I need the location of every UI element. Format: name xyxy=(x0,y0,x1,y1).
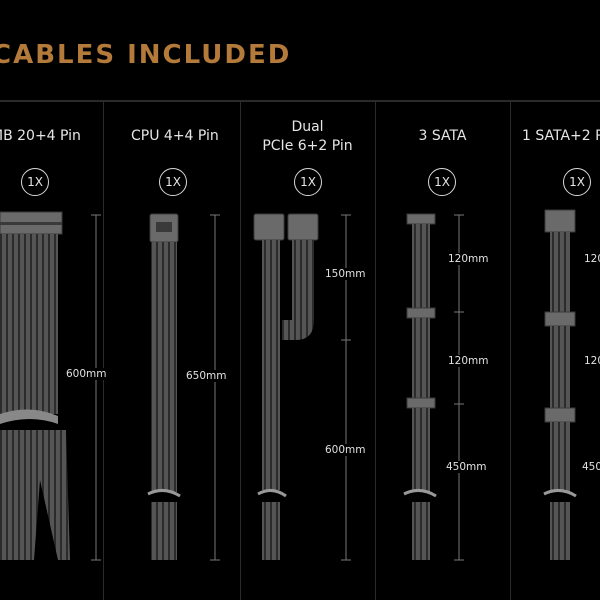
column-divider xyxy=(510,102,511,600)
sata-cable-title: 3 SATA xyxy=(418,128,467,144)
sata-length-label-3: 450mm xyxy=(444,461,489,473)
sata-periph-length-label-2: 120 xyxy=(582,355,600,367)
mb-qty-badge: 1X xyxy=(21,168,49,196)
column-divider xyxy=(103,102,104,600)
pcie-cable-title: Dual PCIe 6+2 Pin xyxy=(240,118,375,156)
sata-qty-badge: 1X xyxy=(428,168,456,196)
cpu-cable-title: CPU 4+4 Pin xyxy=(131,128,219,144)
sata-length-label-2: 120mm xyxy=(446,355,491,367)
sata-length-label-1: 120mm xyxy=(446,253,491,265)
header-divider xyxy=(0,100,600,102)
pcie-qty-badge: 1X xyxy=(294,168,322,196)
sata-cable-icon xyxy=(403,213,437,560)
cpu-length-label: 650mm xyxy=(184,370,229,382)
pcie-cable-title-line1: Dual xyxy=(291,119,324,135)
column-divider xyxy=(240,102,241,600)
sata-periph-qty-badge: 1X xyxy=(563,168,591,196)
mb-cable-title: MB 20+4 Pin xyxy=(0,128,81,144)
sata-periph-cable-icon xyxy=(543,209,577,560)
sata-periph-length-label-1: 120 xyxy=(582,253,600,265)
mb-length-label: 600mm xyxy=(64,368,109,380)
pcie-length-label-1: 150mm xyxy=(323,268,368,280)
page-title: CABLES INCLUDED xyxy=(0,40,292,70)
mb-cable-icon xyxy=(0,211,70,560)
pcie-length-label-2: 600mm xyxy=(323,444,368,456)
sata-periph-length-label-3: 450 xyxy=(580,461,600,473)
pcie-cable-icon xyxy=(253,213,319,560)
cpu-cable-icon xyxy=(147,213,181,560)
cpu-qty-badge: 1X xyxy=(159,168,187,196)
sata-periph-cable-title: 1 SATA+2 P xyxy=(522,128,600,144)
pcie-cable-title-line2: PCIe 6+2 Pin xyxy=(262,138,353,154)
column-divider xyxy=(375,102,376,600)
